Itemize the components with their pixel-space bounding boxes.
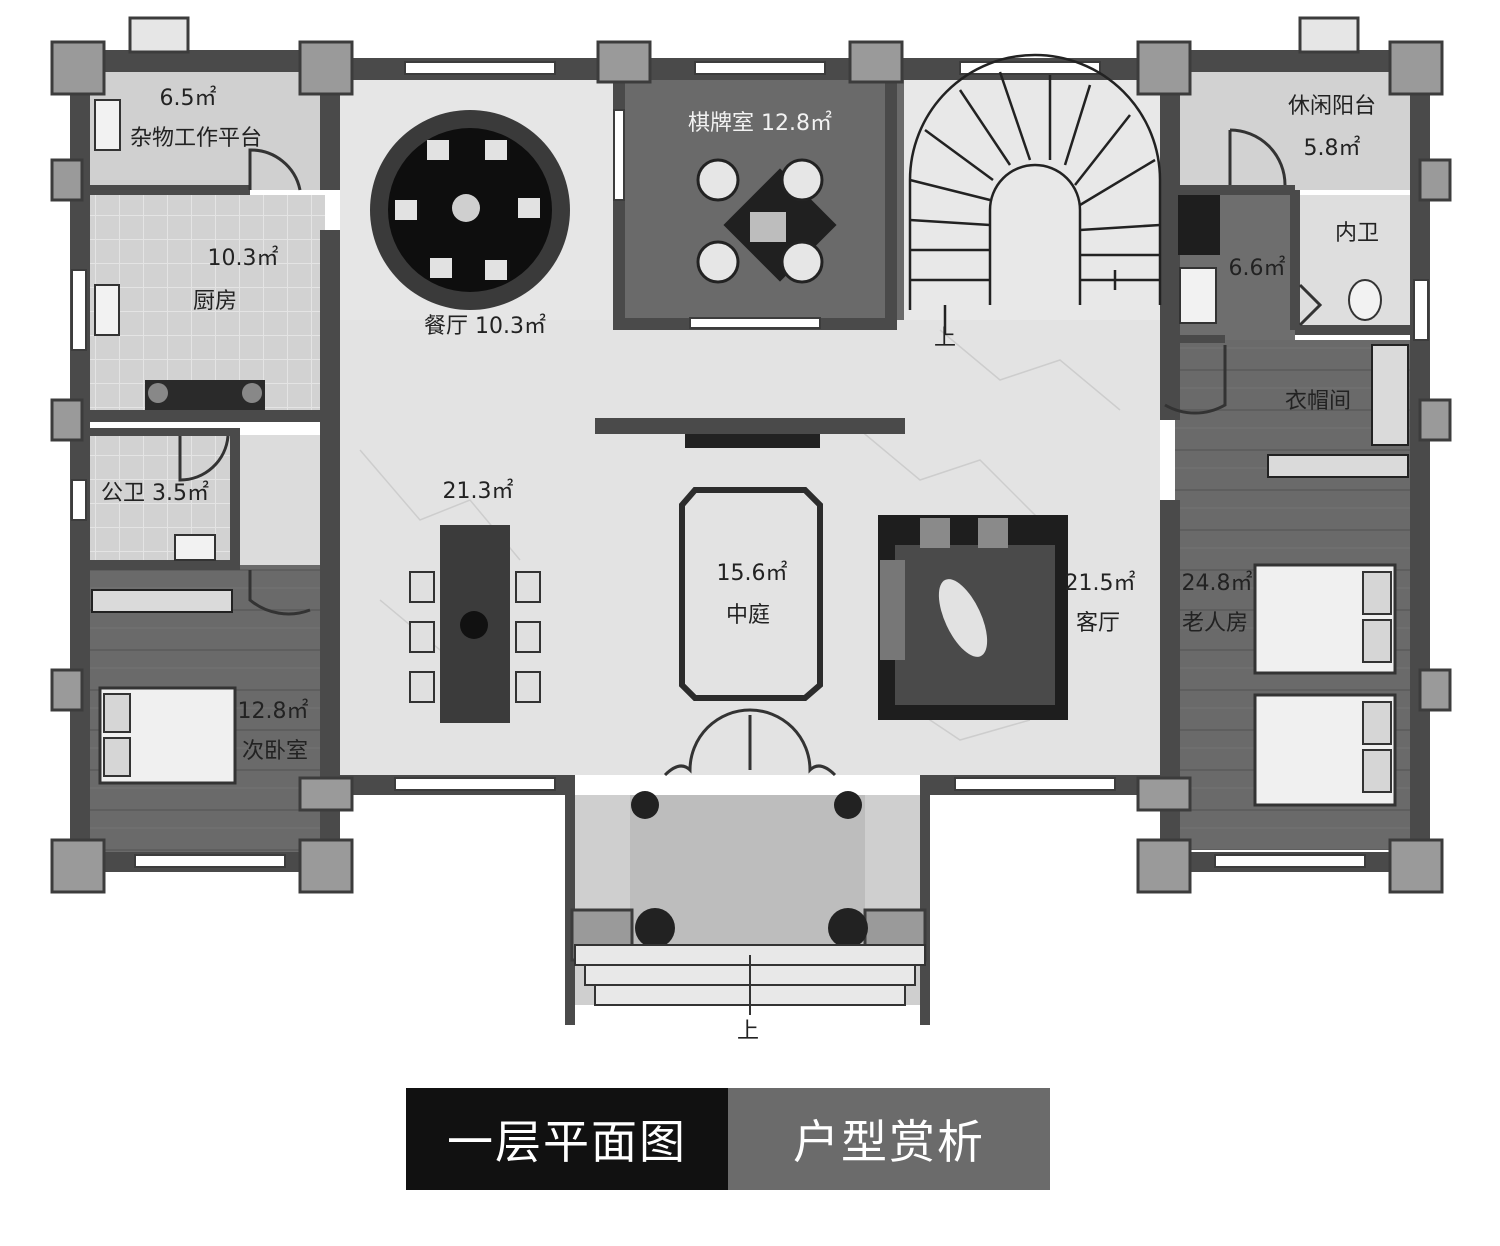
kitchen-name-label: 厨房 (193, 289, 237, 314)
hall-area-label: 21.3㎡ (443, 478, 514, 504)
closets (91, 344, 1409, 613)
kitchen-area-label: 10.3㎡ (208, 245, 279, 271)
atrium-name-label: 中庭 (726, 603, 770, 628)
closet-name-label: 衣帽间 (1285, 389, 1351, 414)
fixtures (94, 99, 1382, 561)
entrance-steps (574, 944, 926, 1015)
living-area-label: 21.5㎡ (1065, 570, 1136, 596)
utility-area-label: 6.5㎡ (160, 85, 217, 111)
chess-room-label: 棋牌室 12.8㎡ (688, 110, 832, 136)
caption-layout-analysis: 户型赏析 (728, 1088, 1050, 1190)
round-dining-table (370, 110, 570, 310)
long-table (409, 525, 541, 723)
dining-label: 餐厅 10.3㎡ (424, 313, 546, 339)
living-sofa-set (878, 515, 1068, 720)
staircase (908, 53, 1162, 335)
public-bath-label: 公卫 3.5㎡ (101, 480, 209, 506)
caption-floor-plan-text: 一层平面图 (447, 1115, 687, 1169)
elder-room-name-label: 老人房 (1182, 611, 1248, 636)
guest-room-area-label: 12.8㎡ (238, 698, 309, 724)
balcony-area-label: 5.8㎡ (1304, 135, 1361, 161)
elder-room-area-label: 24.8㎡ (1182, 570, 1253, 596)
windows (71, 61, 1429, 868)
beds (98, 563, 1397, 807)
guest-room-name-label: 次卧室 (242, 739, 308, 764)
utility-name-label: 杂物工作平台 (130, 126, 262, 151)
stair-up-label: 上 (934, 326, 956, 351)
pilasters (50, 16, 1452, 962)
living-name-label: 客厅 (1076, 611, 1120, 636)
caption-floor-plan: 一层平面图 (406, 1088, 728, 1190)
doors (178, 128, 1323, 777)
entrance-up-label: 上 (737, 1019, 759, 1044)
entrance-plants (631, 791, 868, 948)
atrium-frame (679, 434, 823, 701)
room-labels: 6.5㎡ 杂物工作平台 10.3㎡ 厨房 餐厅 10.3㎡ 棋牌室 12.8㎡ … (101, 85, 1379, 1044)
atrium-area-label: 15.6㎡ (717, 560, 788, 586)
floor-plan: 6.5㎡ 杂物工作平台 10.3㎡ 厨房 餐厅 10.3㎡ 棋牌室 12.8㎡ … (50, 16, 1452, 1044)
ensuite-area-label: 6.6㎡ (1229, 255, 1286, 281)
caption-layout-analysis-text: 户型赏析 (793, 1115, 985, 1169)
balcony-name-label: 休闲阳台 (1288, 94, 1376, 119)
ensuite-name-label: 内卫 (1335, 221, 1379, 246)
